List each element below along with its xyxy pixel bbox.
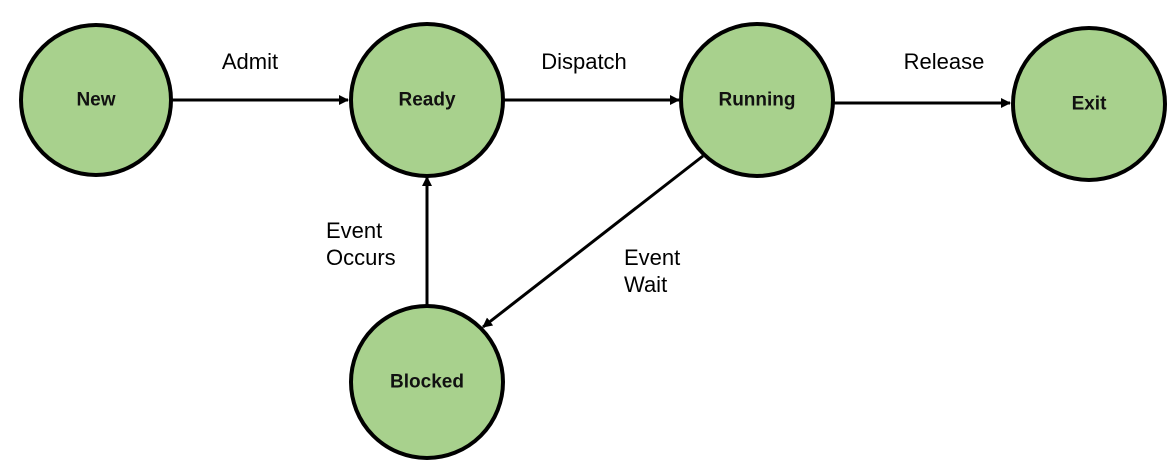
node-new-label: New — [76, 90, 115, 111]
edge-event-occurs-label-line-2: Occurs — [326, 245, 396, 270]
edge-release-label: Release — [904, 49, 985, 74]
node-new-circle — [19, 23, 173, 177]
node-ready: Ready — [349, 22, 505, 178]
node-running-label: Running — [718, 90, 795, 111]
edge-dispatch-label: Dispatch — [541, 49, 627, 74]
node-blocked: Blocked — [349, 304, 505, 460]
node-exit-circle — [1011, 26, 1167, 182]
node-blocked-label: Blocked — [390, 372, 464, 393]
node-running: Running — [679, 22, 835, 178]
edge-event-occurs-label-line-1: Event — [326, 218, 382, 243]
node-ready-label: Ready — [398, 90, 455, 111]
edge-event-wait-label-line-2: Wait — [624, 272, 667, 297]
edge-event-wait-arrow — [482, 154, 704, 329]
edge-admit-label: Admit — [222, 49, 278, 74]
node-blocked-circle — [349, 304, 505, 460]
node-exit: Exit — [1011, 26, 1167, 182]
node-ready-circle — [349, 22, 505, 178]
node-running-circle — [679, 22, 835, 178]
edge-event-wait-label-line-1: Event — [624, 245, 680, 270]
node-exit-label: Exit — [1072, 94, 1108, 115]
node-new: New — [19, 23, 173, 177]
